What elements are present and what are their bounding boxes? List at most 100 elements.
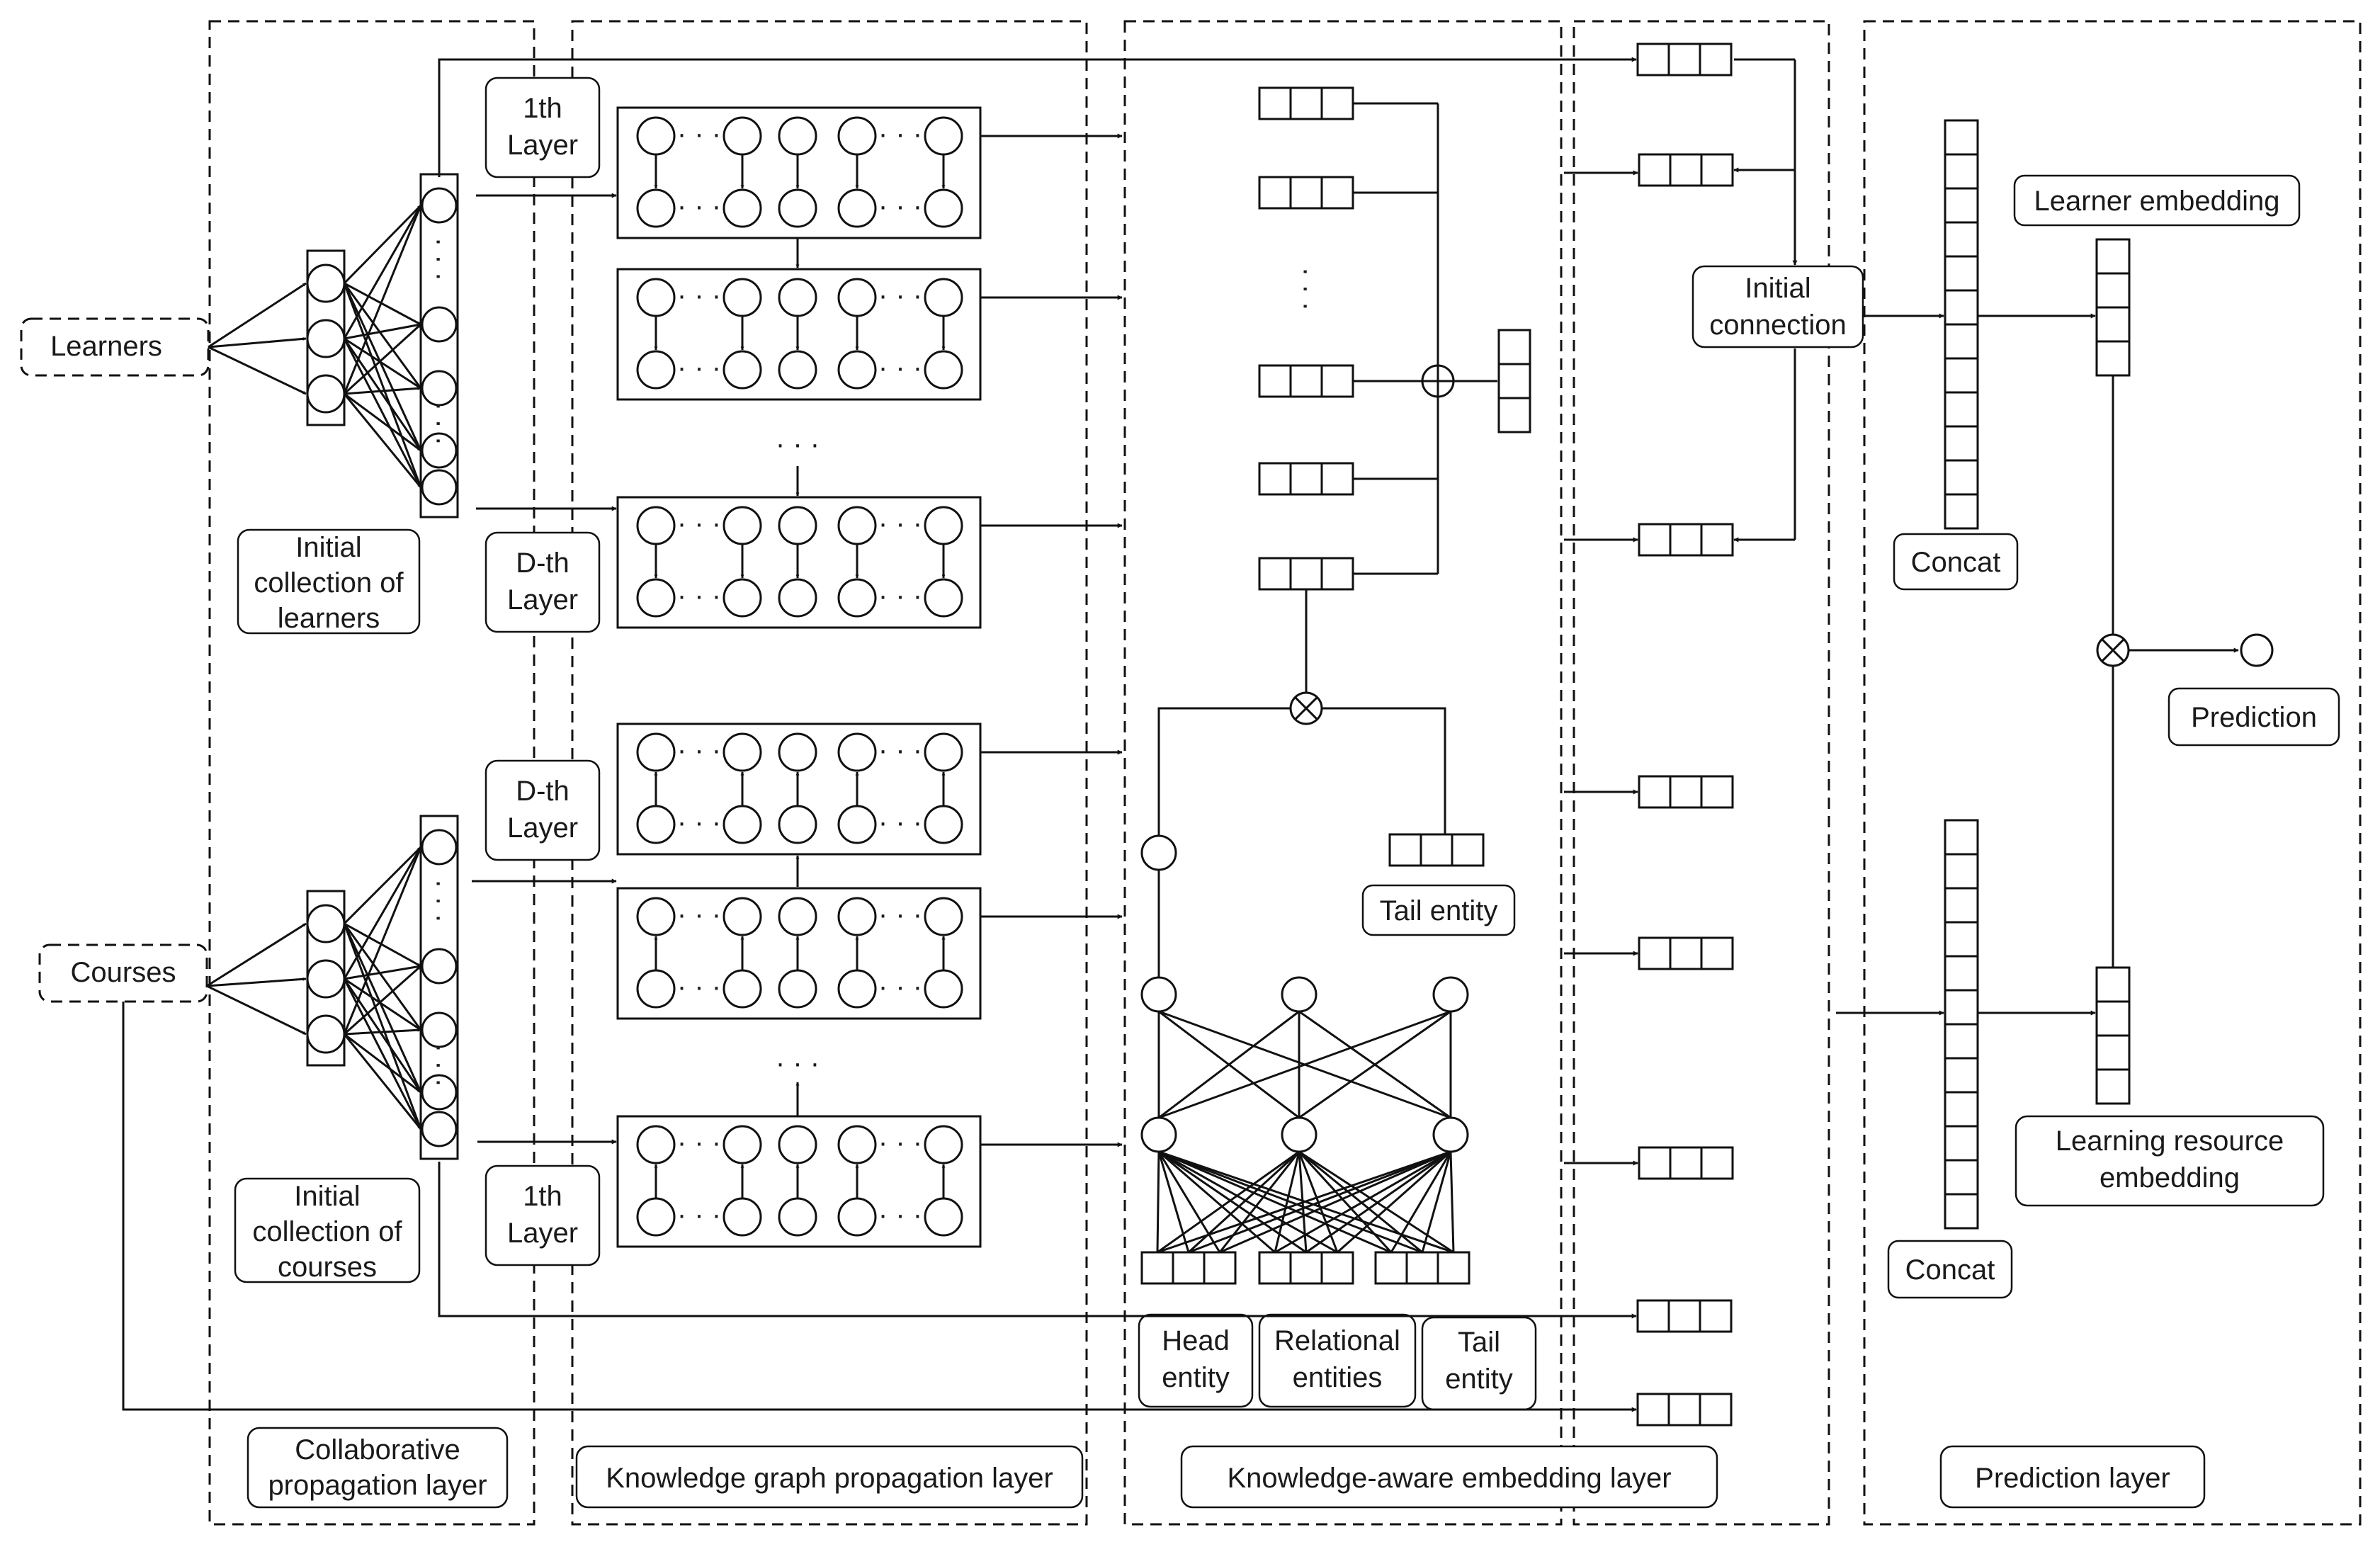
kg-ellipsis: · · · (677, 280, 721, 311)
kg-node (636, 732, 676, 772)
input-edge (1390, 1151, 1452, 1253)
input-edge (1421, 1151, 1452, 1253)
kg-ellipsis: · · · (677, 1127, 721, 1158)
embedding-cell (1497, 363, 1531, 399)
kg-node (778, 506, 817, 545)
prediction-caption-text: Prediction layer (1975, 1463, 2170, 1494)
input-edge (1158, 1150, 1338, 1254)
kg-node (778, 350, 817, 390)
hidden-edge (344, 977, 421, 1031)
embedding-cell (1669, 153, 1703, 187)
embedding-cell (1700, 1146, 1734, 1180)
input-edge (206, 985, 307, 1036)
kg-node (924, 278, 963, 317)
learners-input: Learners (20, 317, 210, 377)
knowledge-aware-caption: Knowledge-aware embedding layer (1180, 1445, 1718, 1509)
kg-ellipsis: · · · (878, 899, 922, 930)
kg-ellipsis: · · · (677, 1199, 721, 1230)
kg-node (837, 506, 877, 545)
embedding-cell (1638, 153, 1672, 187)
fusion-structure (1564, 42, 1944, 1427)
hidden-edge (343, 923, 422, 1130)
embedding-cell (1388, 833, 1422, 867)
kg-node (924, 1125, 963, 1164)
hidden-edge (343, 846, 422, 925)
layer-dth-bottom-line-2: Layer (507, 812, 578, 844)
kg-ellipsis: · · · (878, 352, 922, 383)
input-edge (208, 336, 307, 348)
input-edge (206, 977, 307, 987)
embedding-cell (2095, 340, 2131, 377)
dense-node (1281, 976, 1318, 1013)
first-hidden-node (306, 1014, 346, 1054)
dense-node (1432, 976, 1469, 1013)
kg-node (722, 1197, 762, 1237)
embedding-cell (1420, 833, 1454, 867)
kg-ellipsis: · · · (677, 580, 721, 611)
kg-ellipsis: · · · (878, 118, 922, 149)
fused-embedding (1636, 1299, 1733, 1333)
kg-ellipsis: · · · (677, 118, 721, 149)
concat-column-top (1944, 119, 1979, 530)
attention-node (1140, 834, 1177, 871)
input-edge (1274, 1151, 1300, 1253)
input-edge (1158, 1150, 1423, 1254)
kg-node (636, 506, 676, 545)
input-edge (1305, 1150, 1451, 1254)
layer-1th-bottom-line-2: Layer (507, 1218, 578, 1249)
tail-entity-bottom-line-2: entity (1445, 1364, 1513, 1395)
embedding-cell (1405, 1251, 1439, 1285)
kg-node (837, 278, 877, 317)
fused-embedding (1636, 42, 1733, 76)
knowledge-aware-caption-text: Knowledge-aware embedding layer (1227, 1463, 1671, 1494)
multiply-operator (1289, 691, 1323, 725)
hidden-edge (343, 846, 422, 980)
kg-node (778, 578, 817, 618)
learner-embedding-column (2095, 238, 2131, 377)
embedding-cell (2095, 238, 2131, 275)
hidden-edge (343, 283, 422, 488)
resource-embedding-line-1: Learning resource (2056, 1126, 2284, 1157)
hidden-ellipsis: · · · (424, 1043, 455, 1087)
hidden-edge (344, 965, 421, 1036)
embedding-cell (1203, 1251, 1237, 1285)
initial-connection-line-2: connection (1709, 310, 1846, 341)
head-entity-line-1: Head (1162, 1325, 1230, 1356)
embedding-cell (1700, 523, 1734, 557)
embedding-cell (1320, 86, 1354, 120)
learner-embedding-box: Learner embedding (2013, 174, 2301, 227)
embedding-cell (1944, 289, 1979, 326)
embedding-cell (1944, 323, 1979, 360)
kg-node (924, 578, 963, 618)
init-courses-line-1: Initial (294, 1181, 360, 1212)
second-hidden-node (421, 306, 458, 343)
kg-node (924, 732, 963, 772)
hidden-edge (343, 923, 422, 1093)
embedding-cell (2095, 1034, 2131, 1071)
prediction-structure (1864, 119, 2274, 1230)
dense-node (1432, 1116, 1469, 1153)
tail-entity-bottom-box: Tail entity (1421, 1316, 1537, 1411)
hidden-edge (344, 1033, 421, 1094)
entity-embedding (1258, 364, 1354, 398)
kg-node (837, 732, 877, 772)
resource-embedding-column (2095, 966, 2131, 1105)
resource-embedding-line-2: embedding (2100, 1162, 2240, 1194)
embedding-cell (1451, 833, 1485, 867)
kg-propagation-blocks: · · · · · · · · · · · · · · · · · · · · · · · ·… (472, 106, 1123, 1248)
embedding-cell (1320, 364, 1354, 398)
learner-skip-route (438, 57, 1637, 177)
layer-dth-top-line-2: Layer (507, 584, 578, 616)
kg-block: · · ·· · ·· · ·· · · (616, 268, 1123, 401)
kg-node (722, 1125, 762, 1164)
kg-caption-text: Knowledge graph propagation layer (606, 1463, 1053, 1494)
kg-ellipsis: · · · (878, 191, 922, 222)
input-edge (1156, 1151, 1160, 1253)
courses-input: Courses (38, 943, 208, 1003)
embedding-cell (1638, 775, 1672, 809)
dense-node (1140, 976, 1177, 1013)
embedding-cell (1700, 153, 1734, 187)
first-hidden-node (306, 959, 346, 999)
embedding-cell (1258, 462, 1292, 496)
embedding-cell (1944, 1057, 1979, 1094)
